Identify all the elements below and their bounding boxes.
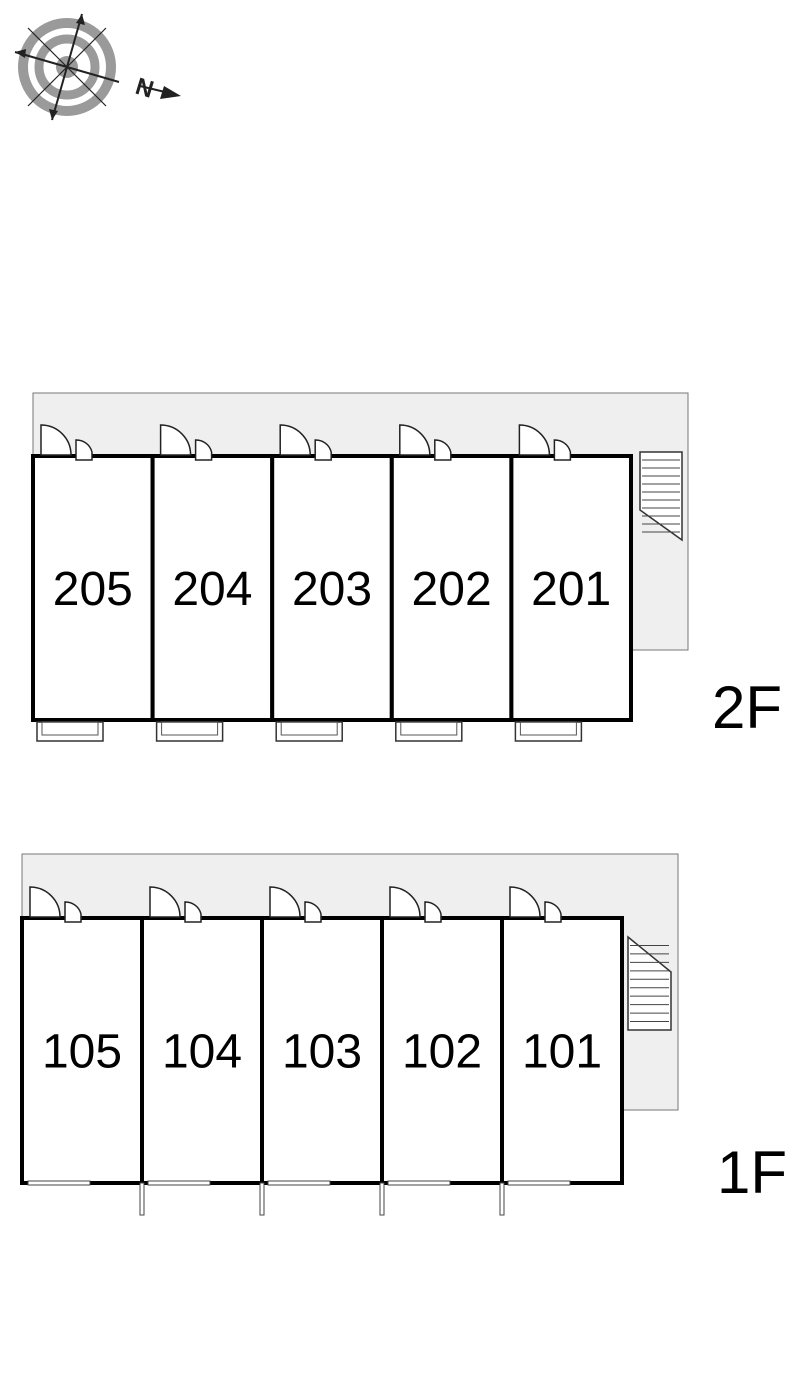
meter-box-icon bbox=[75, 439, 93, 461]
room-number: 105 bbox=[42, 1026, 122, 1079]
unit-203: 203 bbox=[270, 424, 394, 742]
unit-outline bbox=[150, 454, 275, 722]
meter-box-icon bbox=[184, 901, 202, 923]
compass-icon: N bbox=[14, 13, 181, 121]
balcony-inner bbox=[161, 721, 219, 736]
meter-box-icon bbox=[304, 901, 322, 923]
door-icon bbox=[159, 424, 192, 456]
meter-box-icon bbox=[434, 439, 452, 461]
door-icon bbox=[279, 424, 311, 456]
door-icon bbox=[509, 886, 541, 918]
room-number: 201 bbox=[531, 563, 611, 616]
balcony-inner bbox=[280, 721, 338, 736]
floor-label: 2F bbox=[712, 674, 782, 741]
balcony bbox=[155, 721, 224, 742]
staircase bbox=[627, 935, 672, 1031]
meter-box-icon bbox=[314, 439, 332, 461]
room-number: 203 bbox=[292, 563, 372, 616]
unit-outline bbox=[270, 454, 394, 722]
unit-outline bbox=[31, 454, 155, 722]
door-icon bbox=[399, 424, 431, 456]
door-icon bbox=[40, 424, 72, 456]
stair-outline bbox=[627, 935, 672, 1031]
floor-2F: 205 204 203 202 201 2F bbox=[31, 392, 782, 742]
door-icon bbox=[269, 886, 301, 918]
meter-box-icon bbox=[424, 901, 442, 923]
balcony-inner bbox=[41, 721, 99, 736]
room-number: 204 bbox=[172, 563, 252, 616]
room-number: 103 bbox=[282, 1026, 362, 1079]
floor-label: 1F bbox=[717, 1139, 787, 1206]
unit-202: 202 bbox=[389, 424, 514, 742]
unit-204: 204 bbox=[150, 424, 275, 742]
partition-fence bbox=[139, 1182, 145, 1216]
unit-101: 101 bbox=[499, 886, 624, 1216]
unit-102: 102 bbox=[379, 886, 504, 1216]
balcony bbox=[275, 721, 343, 742]
room-number: 202 bbox=[412, 563, 492, 616]
partition-fence bbox=[499, 1182, 505, 1216]
unit-201: 201 bbox=[509, 424, 633, 742]
meter-box-icon bbox=[553, 439, 572, 461]
unit-104: 104 bbox=[139, 886, 264, 1216]
window-sill bbox=[507, 1180, 571, 1186]
unit-103: 103 bbox=[259, 886, 384, 1216]
unit-outline bbox=[500, 916, 624, 1185]
unit-outline bbox=[509, 454, 633, 722]
meter-box-icon bbox=[544, 901, 562, 923]
room-number: 101 bbox=[522, 1026, 602, 1079]
stair-outline bbox=[639, 451, 683, 542]
meter-box-icon bbox=[64, 901, 82, 923]
door-icon bbox=[389, 886, 421, 918]
unit-105: 105 bbox=[20, 886, 144, 1186]
unit-outline bbox=[20, 916, 144, 1185]
compass-north-label: N bbox=[132, 73, 156, 104]
floor-1F: 105 104 103 102 101 1F bbox=[20, 853, 787, 1216]
room-number: 205 bbox=[53, 563, 133, 616]
door-icon bbox=[149, 886, 181, 918]
window-sill bbox=[27, 1180, 91, 1186]
door-icon bbox=[518, 424, 551, 456]
partition-fence bbox=[259, 1182, 265, 1216]
window-sill bbox=[267, 1180, 331, 1186]
unit-205: 205 bbox=[31, 424, 155, 742]
window-sill bbox=[387, 1180, 451, 1186]
balcony-inner bbox=[519, 721, 577, 736]
room-number: 104 bbox=[162, 1026, 242, 1079]
window-sill bbox=[147, 1180, 211, 1186]
unit-outline bbox=[260, 916, 384, 1185]
staircase bbox=[639, 451, 683, 542]
balcony bbox=[514, 721, 583, 742]
partition-fence bbox=[379, 1182, 385, 1216]
balcony bbox=[36, 721, 104, 742]
balcony bbox=[395, 721, 463, 742]
room-number: 102 bbox=[402, 1026, 482, 1079]
balcony-inner bbox=[400, 721, 458, 736]
door-icon bbox=[29, 886, 61, 918]
meter-box-icon bbox=[194, 439, 213, 461]
